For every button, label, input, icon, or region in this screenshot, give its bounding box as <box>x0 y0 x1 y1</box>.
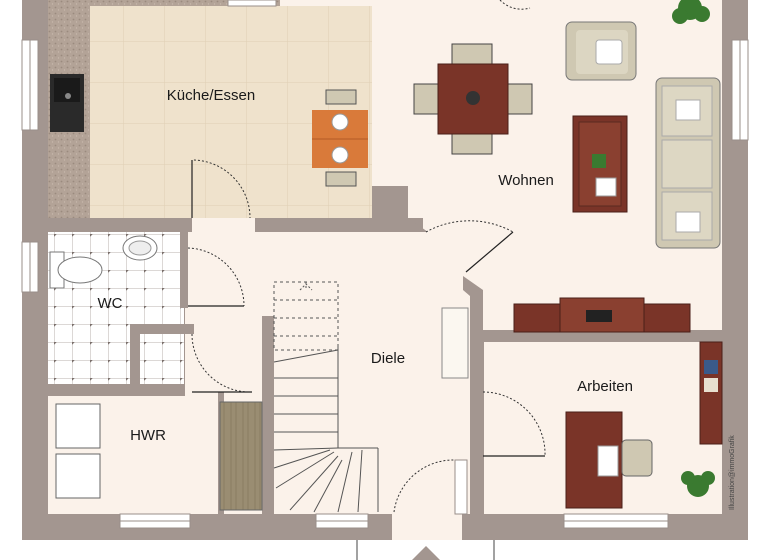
illustration-credit: Illustration@immoGrafik <box>729 435 736 510</box>
wall-wc-east <box>180 232 188 308</box>
floor-hall-stair-area <box>272 218 472 514</box>
plant-living <box>672 0 710 24</box>
wc-fixtures <box>49 235 158 289</box>
washer-dryer <box>55 403 101 499</box>
dining-table-kitchen <box>312 89 368 187</box>
room-label-wc: WC <box>98 295 123 312</box>
staircase <box>273 281 379 513</box>
coffee-table <box>572 115 628 213</box>
floor-wc <box>48 232 184 384</box>
wall-living-hall <box>463 276 483 514</box>
room-label-hall: Diele <box>371 350 405 367</box>
wall-wc-utility <box>22 384 140 396</box>
sofa <box>655 77 721 249</box>
entrance-arrow-icon <box>412 546 440 560</box>
door-swings <box>187 0 546 513</box>
wall-wc-south-b <box>130 324 140 396</box>
kitchen-sink <box>50 74 84 132</box>
room-label-utility: HWR <box>130 427 166 444</box>
hall-bench <box>441 307 469 379</box>
wall-wc-south <box>130 324 194 334</box>
door-leaves <box>188 160 545 457</box>
wall-living-study <box>483 330 722 342</box>
front-door-gap <box>392 514 462 540</box>
room-label-living: Wohnen <box>498 172 554 189</box>
wall-kitchen-south <box>22 218 192 232</box>
kitchen-counter-top <box>90 0 280 6</box>
wardrobe <box>219 401 263 511</box>
sideboard <box>513 297 691 333</box>
plant-study <box>681 471 715 497</box>
wall-chimney <box>372 186 428 232</box>
dining-table-living <box>413 43 533 155</box>
bookshelf <box>699 341 723 445</box>
windows <box>21 0 749 529</box>
room-label-study: Arbeiten <box>577 378 633 395</box>
room-label-kitchen: Küche/Essen <box>167 87 255 104</box>
wall-stair-west <box>262 316 274 514</box>
armchair <box>565 21 637 81</box>
desk <box>565 411 653 509</box>
